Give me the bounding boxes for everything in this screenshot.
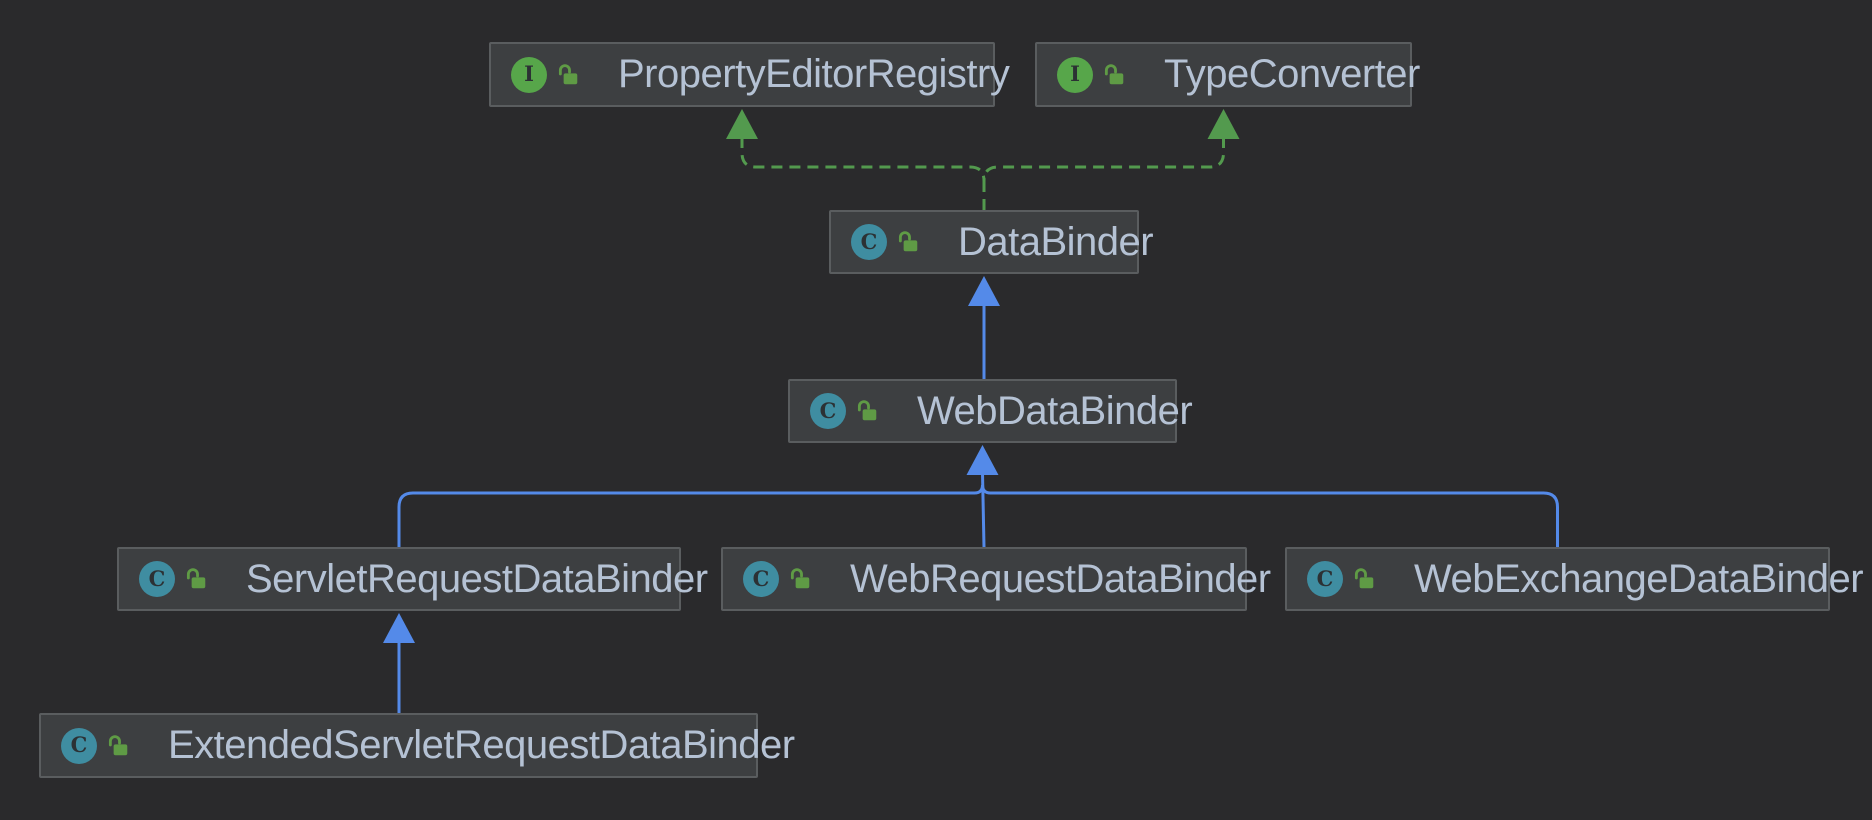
class-name-label: ServletRequestDataBinder [246,556,708,601]
class-name-label: WebRequestDataBinder [850,556,1271,601]
class-icon: C [810,393,846,429]
class-icon: C [1307,561,1343,597]
edge-web-request-data-binder-extends-web-data-binder [981,472,986,548]
kind-letter: I [524,61,534,86]
class-node-web-request-data-binder[interactable]: C WebRequestDataBinder [721,547,1271,611]
class-icon: C [743,561,779,597]
class-icon: C [61,727,97,764]
kind-letter: C [1316,565,1334,591]
interface-icon: I [1057,56,1093,93]
interface-node-property-editor-registry[interactable]: I PropertyEditorRegistry [489,42,1010,107]
unlocked-icon [186,568,206,589]
unlocked-icon [108,734,128,755]
edge-web-exchange-data-binder-extends-web-data-binder [981,484,1559,547]
unlocked-icon [1104,63,1124,84]
edge-servlet-request-data-binder-extends-web-data-binder [397,484,984,547]
interface-icon: I [511,56,547,93]
implements-arrowhead-property-editor-registry [726,109,758,139]
kind-letter: C [860,228,878,254]
kind-letter: C [819,397,837,423]
class-icon: C [139,561,175,597]
edge-data-binder-implements-property-editor-registry [740,137,986,182]
class-node-data-binder[interactable]: C DataBinder [829,210,1154,274]
class-node-web-data-binder[interactable]: C WebDataBinder [788,379,1193,443]
kind-letter: C [70,732,88,757]
edge-data-binder-implements-type-converter [982,137,1225,182]
class-name-label: WebExchangeDataBinder [1414,556,1864,601]
unlocked-icon [898,231,918,252]
unlocked-icon [558,63,578,84]
kind-letter: C [752,565,770,591]
unlocked-icon [790,568,810,589]
class-node-servlet-request-data-binder[interactable]: C ServletRequestDataBinder [117,547,708,611]
class-name-label: WebDataBinder [917,388,1193,433]
class-name-label: TypeConverter [1164,52,1420,96]
kind-letter: C [148,565,166,591]
class-node-extended-servlet-request-data-binder[interactable]: C ExtendedServletRequestDataBinder [39,713,795,778]
class-node-web-exchange-data-binder[interactable]: C WebExchangeDataBinder [1285,547,1864,611]
class-name-label: DataBinder [958,219,1154,264]
kind-letter: I [1070,61,1080,86]
unlocked-icon [1354,568,1374,589]
extends-arrowhead-data-binder [968,276,1000,306]
class-icon: C [851,224,887,260]
class-name-label: PropertyEditorRegistry [618,52,1010,96]
extends-arrowhead-web-data-binder [966,445,999,475]
unlocked-icon [857,400,877,421]
extends-arrowhead-servlet-request-data-binder [383,613,415,643]
interface-node-type-converter[interactable]: I TypeConverter [1035,42,1420,107]
class-name-label: ExtendedServletRequestDataBinder [168,723,795,767]
implements-arrowhead-type-converter [1207,109,1240,139]
